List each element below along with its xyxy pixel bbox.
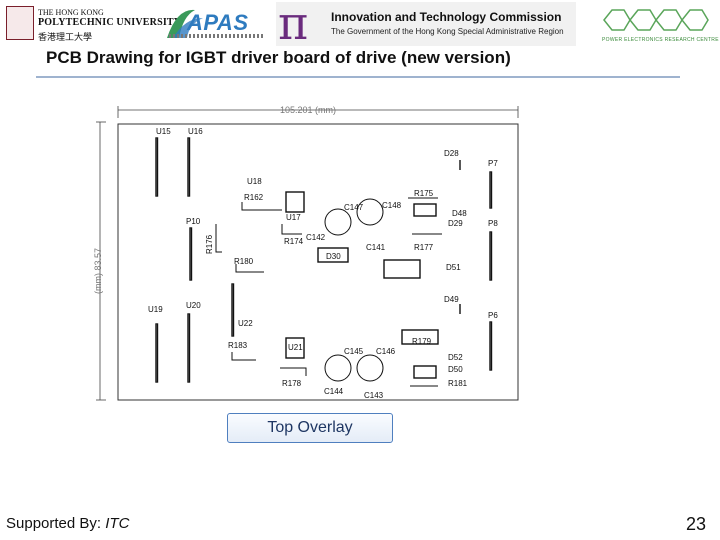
label-r181: R181 <box>448 379 468 388</box>
perc-text: POWER ELECTRONICS RESEARCH CENTRE <box>602 37 719 43</box>
label-c145: C145 <box>344 347 364 356</box>
label-d50: D50 <box>448 365 463 374</box>
label-r175: R175 <box>414 189 434 198</box>
itc-pi-icon: π <box>278 0 309 50</box>
u21-box <box>285 337 305 359</box>
r176-part <box>215 224 222 253</box>
d30-box <box>317 247 349 263</box>
width-dim-label: 105.201 (mm) <box>280 105 336 115</box>
perc-hexagon-icon <box>603 9 709 31</box>
apas-logo-icon <box>167 9 203 38</box>
height-dimension <box>96 121 106 401</box>
label-c146: C146 <box>376 347 396 356</box>
u15-outline <box>155 137 159 197</box>
page-title: PCB Drawing for IGBT driver board of dri… <box>46 48 511 67</box>
c146-cap <box>356 354 384 382</box>
width-dimension <box>117 106 519 118</box>
r178-part <box>280 367 307 376</box>
pcb-drawing: 105.201 (mm) (mm) 83.57 <box>93 105 519 401</box>
label-c147: C147 <box>344 203 364 212</box>
label-d51: D51 <box>446 263 461 272</box>
itc-title: Innovation and Technology Commission <box>331 10 562 24</box>
logo-bar: THE HONG KONG POLYTECHNIC UNIVERSITY 香港理… <box>0 0 720 50</box>
label-u15: U15 <box>156 127 171 136</box>
label-u16: U16 <box>188 127 203 136</box>
polyu-line3: 香港理工大學 <box>38 32 93 42</box>
d48-box <box>413 203 437 217</box>
r180-part <box>235 264 264 273</box>
label-c143: C143 <box>364 391 384 400</box>
label-p10: P10 <box>186 217 201 226</box>
label-r180: R180 <box>234 257 254 266</box>
itc-logo: π Innovation and Technology Commission T… <box>276 0 576 50</box>
c147-cap <box>324 208 352 236</box>
label-r176: R176 <box>205 234 214 254</box>
r179-box <box>401 329 439 345</box>
u19-outline <box>155 323 159 383</box>
p8-outline <box>489 231 493 281</box>
label-p6: P6 <box>488 311 498 320</box>
label-r179: R179 <box>412 337 432 346</box>
height-dim-label: (mm) 83.57 <box>93 248 103 294</box>
c148-cap <box>356 198 384 226</box>
supported-by-label: Supported By: <box>6 515 102 532</box>
u17-box <box>285 191 305 213</box>
p6-outline <box>489 321 493 371</box>
apas-subtitle-graphic <box>169 34 265 38</box>
page-number: 23 <box>685 514 706 534</box>
label-r178: R178 <box>282 379 302 388</box>
d50-box <box>413 365 437 379</box>
label-p7: P7 <box>488 159 498 168</box>
polyu-line2: POLYTECHNIC UNIVERSITY <box>38 17 182 28</box>
u16-outline <box>187 137 191 197</box>
label-d52: D52 <box>448 353 463 362</box>
label-c142: C142 <box>306 233 326 242</box>
r174-part <box>281 224 302 235</box>
label-u21: U21 <box>288 343 303 352</box>
polyu-logo: THE HONG KONG POLYTECHNIC UNIVERSITY 香港理… <box>6 4 181 42</box>
p10-outline <box>189 227 193 281</box>
label-u18: U18 <box>247 177 262 186</box>
label-u20: U20 <box>186 301 201 310</box>
footer-supported-by: Supported By: ITC <box>6 515 129 532</box>
component-labels: U15 U16 U18 R162 U17 P10 R176 R174 C142 … <box>148 127 498 400</box>
polyu-line1: THE HONG KONG <box>38 8 104 17</box>
apas-text: APAS <box>187 10 249 35</box>
r183-part <box>231 352 256 361</box>
label-u17: U17 <box>286 213 301 222</box>
label-d29: D29 <box>448 219 463 228</box>
label-d30: D30 <box>326 252 341 261</box>
label-u19: U19 <box>148 305 163 314</box>
label-p8: P8 <box>488 219 498 228</box>
label-d28: D28 <box>444 149 459 158</box>
supported-by-org: ITC <box>105 515 130 532</box>
p7-outline <box>489 171 493 209</box>
label-c148: C148 <box>382 201 402 210</box>
c145-cap <box>324 354 352 382</box>
label-d49: D49 <box>444 295 459 304</box>
label-c141: C141 <box>366 243 386 252</box>
itc-subtitle: The Government of the Hong Kong Special … <box>331 27 564 36</box>
top-overlay-button[interactable]: Top Overlay <box>227 413 393 443</box>
u22-outline <box>231 283 235 337</box>
label-r162: R162 <box>244 193 264 202</box>
u20-outline <box>187 313 191 383</box>
label-r174: R174 <box>284 237 304 246</box>
apas-logo: APAS <box>165 4 265 44</box>
title-bar: PCB Drawing for IGBT driver board of dri… <box>36 44 680 78</box>
label-c144: C144 <box>324 387 344 396</box>
label-u22: U22 <box>238 319 253 328</box>
label-r183: R183 <box>228 341 248 350</box>
perc-logo: POWER ELECTRONICS RESEARCH CENTRE <box>594 2 719 46</box>
label-r177: R177 <box>414 243 434 252</box>
r162-part <box>241 202 282 211</box>
label-d48: D48 <box>452 209 467 218</box>
polyu-crest-icon <box>6 6 34 40</box>
d51-box <box>383 259 421 279</box>
